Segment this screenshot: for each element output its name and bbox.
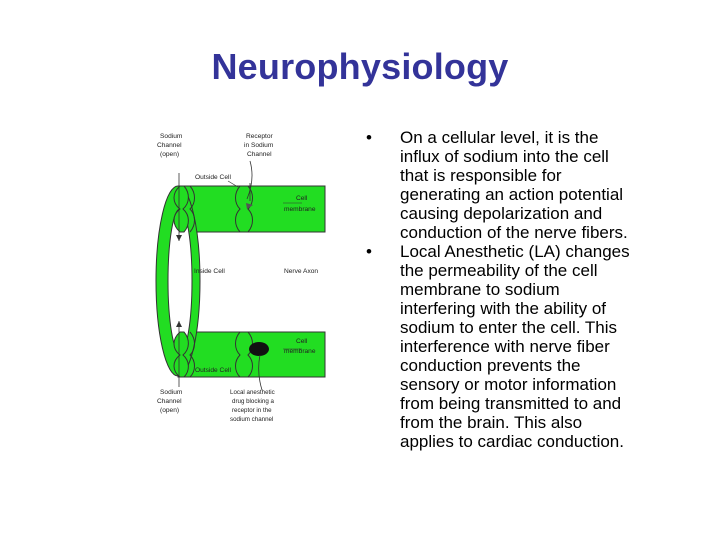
bullet-line: from the brain. This also xyxy=(400,413,583,432)
bullet-list: • On a cellular level, it is the influx … xyxy=(366,128,686,451)
svg-text:Sodium: Sodium xyxy=(160,389,183,396)
svg-text:Local anesthetic: Local anesthetic xyxy=(230,389,275,396)
label-nerve-axon: Nerve Axon xyxy=(284,268,318,275)
svg-text:Cell: Cell xyxy=(296,338,308,345)
svg-text:Channel: Channel xyxy=(247,151,272,158)
svg-text:Channel: Channel xyxy=(157,398,182,405)
svg-text:Sodium: Sodium xyxy=(160,133,183,140)
svg-text:membrane: membrane xyxy=(284,206,316,213)
bullet-line: causing depolarization and xyxy=(400,204,603,223)
bullet-line: influx of sodium into the cell xyxy=(400,147,609,166)
pointer-lines xyxy=(227,180,302,350)
nerve-axon-diagram-svg: Sodium Channel (open) Receptor in Sodium… xyxy=(155,133,326,423)
bullet-line: that is responsible for xyxy=(400,166,562,185)
label-cell-membrane-top: Cell membrane xyxy=(284,195,316,213)
bullet-line: Local Anesthetic (LA) changes xyxy=(400,242,630,261)
bullet-item-sodium-influx: • On a cellular level, it is the influx … xyxy=(366,128,686,242)
label-outside-cell-top: Outside Cell xyxy=(195,174,231,181)
label-inside-cell: Inside Cell xyxy=(194,268,225,275)
blocked-sodium-channel xyxy=(235,331,269,391)
svg-text:receptor in the: receptor in the xyxy=(232,407,272,414)
bullet-line: conduction prevents the xyxy=(400,356,581,375)
label-receptor-top: Receptor in Sodium Channel xyxy=(244,133,274,158)
svg-text:Cell: Cell xyxy=(296,195,308,202)
bullet-line: interfering with the ability of xyxy=(400,299,606,318)
svg-text:(open): (open) xyxy=(160,151,179,158)
svg-text:sodium channel: sodium channel xyxy=(230,416,273,423)
svg-text:in Sodium: in Sodium xyxy=(244,142,274,149)
label-sodium-channel-bottom: Sodium Channel (open) xyxy=(157,389,183,414)
bullet-marker: • xyxy=(366,128,372,147)
bullet-line: interference with nerve fiber xyxy=(400,337,610,356)
svg-text:Channel: Channel xyxy=(157,142,182,149)
bullet-line: applies to cardiac conduction. xyxy=(400,432,624,451)
bullet-line: membrane to sodium xyxy=(400,280,560,299)
bullet-line: On a cellular level, it is the xyxy=(400,128,599,147)
bullet-item-local-anesthetic: • Local Anesthetic (LA) changes the perm… xyxy=(366,242,686,451)
svg-text:drug blocking a: drug blocking a xyxy=(232,398,275,405)
bullet-line: generating an action potential xyxy=(400,185,624,204)
sodium-channel-bottom xyxy=(173,321,195,387)
bullet-line: the permeability of the cell xyxy=(400,261,598,280)
bullet-marker: • xyxy=(366,242,372,261)
anesthetic-drug-icon xyxy=(249,342,269,356)
label-sodium-channel-top: Sodium Channel (open) xyxy=(157,133,183,158)
receptor-channel-top xyxy=(235,160,253,233)
label-outside-cell-bottom: Outside Cell xyxy=(195,367,231,374)
nerve-axon-diagram: Sodium Channel (open) Receptor in Sodium… xyxy=(150,125,350,435)
sodium-channel-top xyxy=(173,173,195,241)
svg-text:(open): (open) xyxy=(160,407,179,414)
label-local-anesthetic: Local anesthetic drug blocking a recepto… xyxy=(230,389,275,423)
svg-text:membrane: membrane xyxy=(284,348,316,355)
bullet-line: sensory or motor information xyxy=(400,375,617,394)
label-cell-membrane-bottom: Cell membrane xyxy=(284,338,316,355)
bullet-line: from being transmitted to and xyxy=(400,394,622,413)
bullet-line: sodium to enter the cell. This xyxy=(400,318,618,337)
bullet-line: conduction of the nerve fibers. xyxy=(400,223,628,242)
slide-title: Neurophysiology xyxy=(211,46,509,87)
svg-text:Receptor: Receptor xyxy=(246,133,274,140)
